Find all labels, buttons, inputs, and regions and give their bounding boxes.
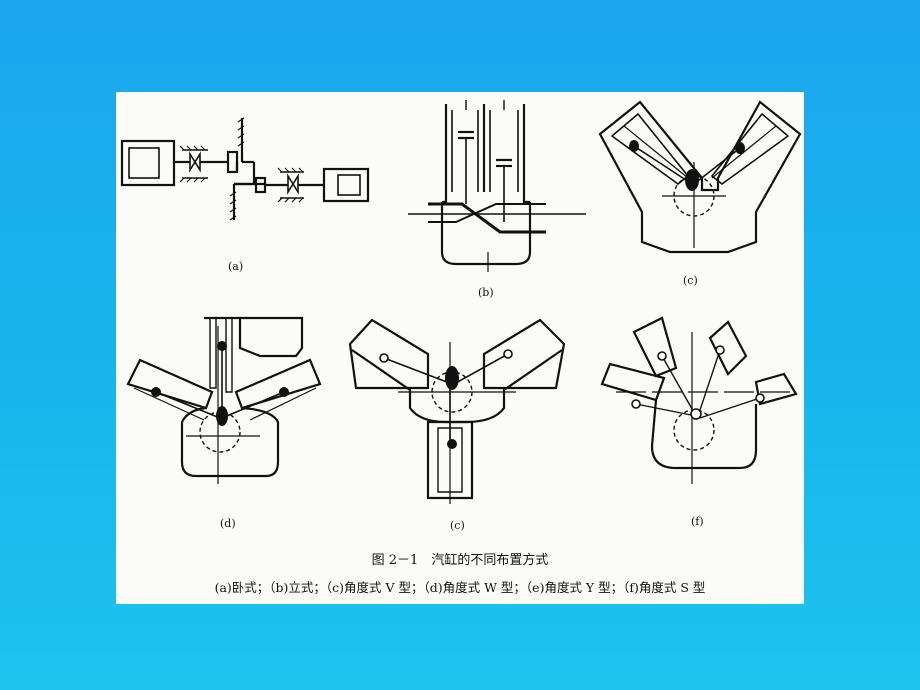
subfigure-label-f: (f)	[691, 515, 704, 528]
subfigure-label-d: (d)	[220, 517, 236, 530]
figure-panel: (a) (b) (c) (d) (c) (f) 图 2－1 汽缸的不同布置方式 …	[116, 92, 804, 604]
subfigure-label-e: (c)	[450, 519, 465, 532]
diagram-c-v-type	[598, 100, 802, 254]
subfigure-label-c: (c)	[683, 274, 698, 287]
diagram-b-vertical	[408, 100, 586, 272]
subfigure-label-a: (a)	[228, 260, 244, 273]
diagram-f-s-type	[600, 316, 798, 484]
diagram-d-w-type	[126, 316, 322, 484]
figure-caption-title: 图 2－1 汽缸的不同布置方式	[371, 553, 549, 568]
subfigure-label-b: (b)	[478, 286, 494, 299]
cylinder-layout-drawings	[120, 100, 802, 504]
figure-caption-detail: (a)卧式；（b)立式；（c)角度式 V 型；（d)角度式 W 型；（e)角度式…	[214, 580, 706, 595]
diagram-a-horizontal	[120, 117, 370, 221]
diagram-e-y-type	[348, 318, 566, 504]
